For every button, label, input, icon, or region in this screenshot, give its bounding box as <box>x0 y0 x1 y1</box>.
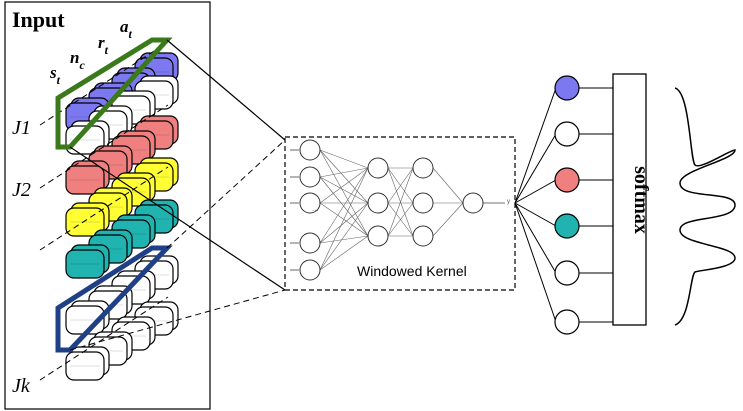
nn-edge <box>319 235 369 244</box>
feature-label-r: rt <box>98 33 109 57</box>
distribution-curve <box>674 87 736 326</box>
neural-network <box>290 139 505 281</box>
nn-node <box>412 157 434 179</box>
nn-edge <box>319 202 369 271</box>
nn-node <box>367 157 389 179</box>
blue-window <box>55 245 173 353</box>
row-label-j1: J1 <box>12 117 31 139</box>
nn-node <box>462 192 484 214</box>
fan-line <box>514 133 557 204</box>
input-token-rows <box>65 52 179 381</box>
token-cell <box>65 244 110 279</box>
guide-line-j2 <box>39 104 169 189</box>
feature-label-s: st <box>49 63 61 87</box>
guide-line-j1 <box>39 41 169 126</box>
nn-node <box>299 192 321 214</box>
nn-edge <box>319 149 369 237</box>
kernel-ellipsis: ... <box>312 204 319 213</box>
softmax-box <box>612 73 647 326</box>
output-node <box>554 213 580 239</box>
output-node <box>554 167 580 193</box>
link-blue-bottom <box>69 289 286 351</box>
kernel-label: Windowed Kernel <box>357 263 467 279</box>
nn-node <box>412 192 434 214</box>
nn-node <box>367 192 389 214</box>
fan-line <box>514 202 557 227</box>
output-node <box>554 309 580 335</box>
nn-node <box>299 232 321 254</box>
nn-edge <box>319 167 369 244</box>
nn-edge <box>387 202 414 237</box>
nn-edge <box>319 167 369 271</box>
fan-line <box>514 87 557 204</box>
nn-node <box>299 166 321 188</box>
nn-edge <box>319 167 369 178</box>
input-title: Input <box>12 7 65 32</box>
nn-edge <box>319 149 369 169</box>
link-green-top <box>166 39 286 141</box>
nn-edge <box>319 176 369 237</box>
kernel-output-symbol: y <box>507 199 510 205</box>
nn-node <box>367 225 389 247</box>
nn-edge <box>432 167 464 204</box>
nn-node <box>412 225 434 247</box>
window-to-kernel-dashed <box>69 139 286 351</box>
windowed-kernel-box <box>284 136 516 291</box>
nn-edge <box>319 202 369 244</box>
nn-edge <box>319 176 369 204</box>
link-blue-top <box>166 139 286 249</box>
feature-label-a: at <box>120 17 133 41</box>
green-window <box>55 37 173 150</box>
nn-node <box>299 259 321 281</box>
softmax-label: softmax <box>630 166 652 234</box>
fan-line <box>514 202 557 274</box>
output-node <box>554 121 580 147</box>
token-cell <box>65 346 110 381</box>
guide-line-jk <box>39 296 169 381</box>
output-node <box>554 260 580 286</box>
input-panel-frame <box>4 1 211 410</box>
nn-edge <box>387 167 414 237</box>
output-node <box>554 75 580 101</box>
row-labels: J1 J2 Jk <box>12 117 31 397</box>
feature-label-n: nc <box>70 48 85 72</box>
fan-line <box>514 202 557 323</box>
nn-edge <box>319 149 369 204</box>
token-cell <box>65 120 110 155</box>
nn-edge <box>432 202 464 237</box>
guide-line-mid <box>39 166 169 251</box>
nn-node <box>299 139 321 161</box>
output-nodes <box>514 75 613 335</box>
link-green-bottom <box>69 146 286 291</box>
nn-edge <box>319 167 369 204</box>
input-guide-lines <box>39 41 169 381</box>
nn-edge <box>319 235 369 271</box>
row-label-j2: J2 <box>12 179 31 201</box>
row-label-jk: Jk <box>12 375 31 397</box>
fan-line <box>514 179 557 204</box>
window-to-kernel-lines <box>69 39 286 291</box>
feature-labels: st nc rt at <box>49 17 133 87</box>
nn-edge <box>387 167 414 204</box>
